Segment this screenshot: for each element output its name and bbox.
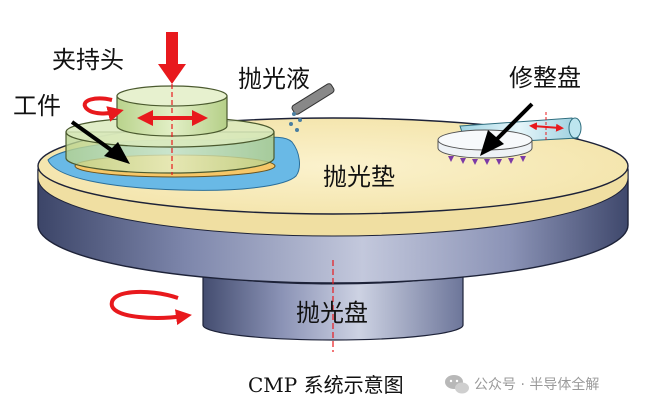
label-workpiece: 工件 [13,92,61,120]
figure-caption: CMP 系统示意图 [248,373,404,397]
label-conditioner: 修整盘 [509,64,581,92]
label-slurry: 抛光液 [238,65,310,93]
conditioner-pointer [480,102,534,156]
carrier-rotation-arrow [82,96,124,122]
workpiece-pointer [70,120,130,164]
watermark-text: 公众号 · 半导体全解 [474,376,599,393]
label-pad: 抛光垫 [323,163,395,191]
label-platen: 抛光盘 [296,299,368,327]
downforce-arrow [158,32,186,84]
slurry-nozzle [289,83,335,132]
wechat-icon [445,375,469,394]
conditioner-disk [437,112,582,165]
watermark: 公众号 · 半导体全解 [445,375,599,394]
platen-rotation-arrow [109,289,192,326]
label-carrier-head: 夹持头 [52,46,124,74]
